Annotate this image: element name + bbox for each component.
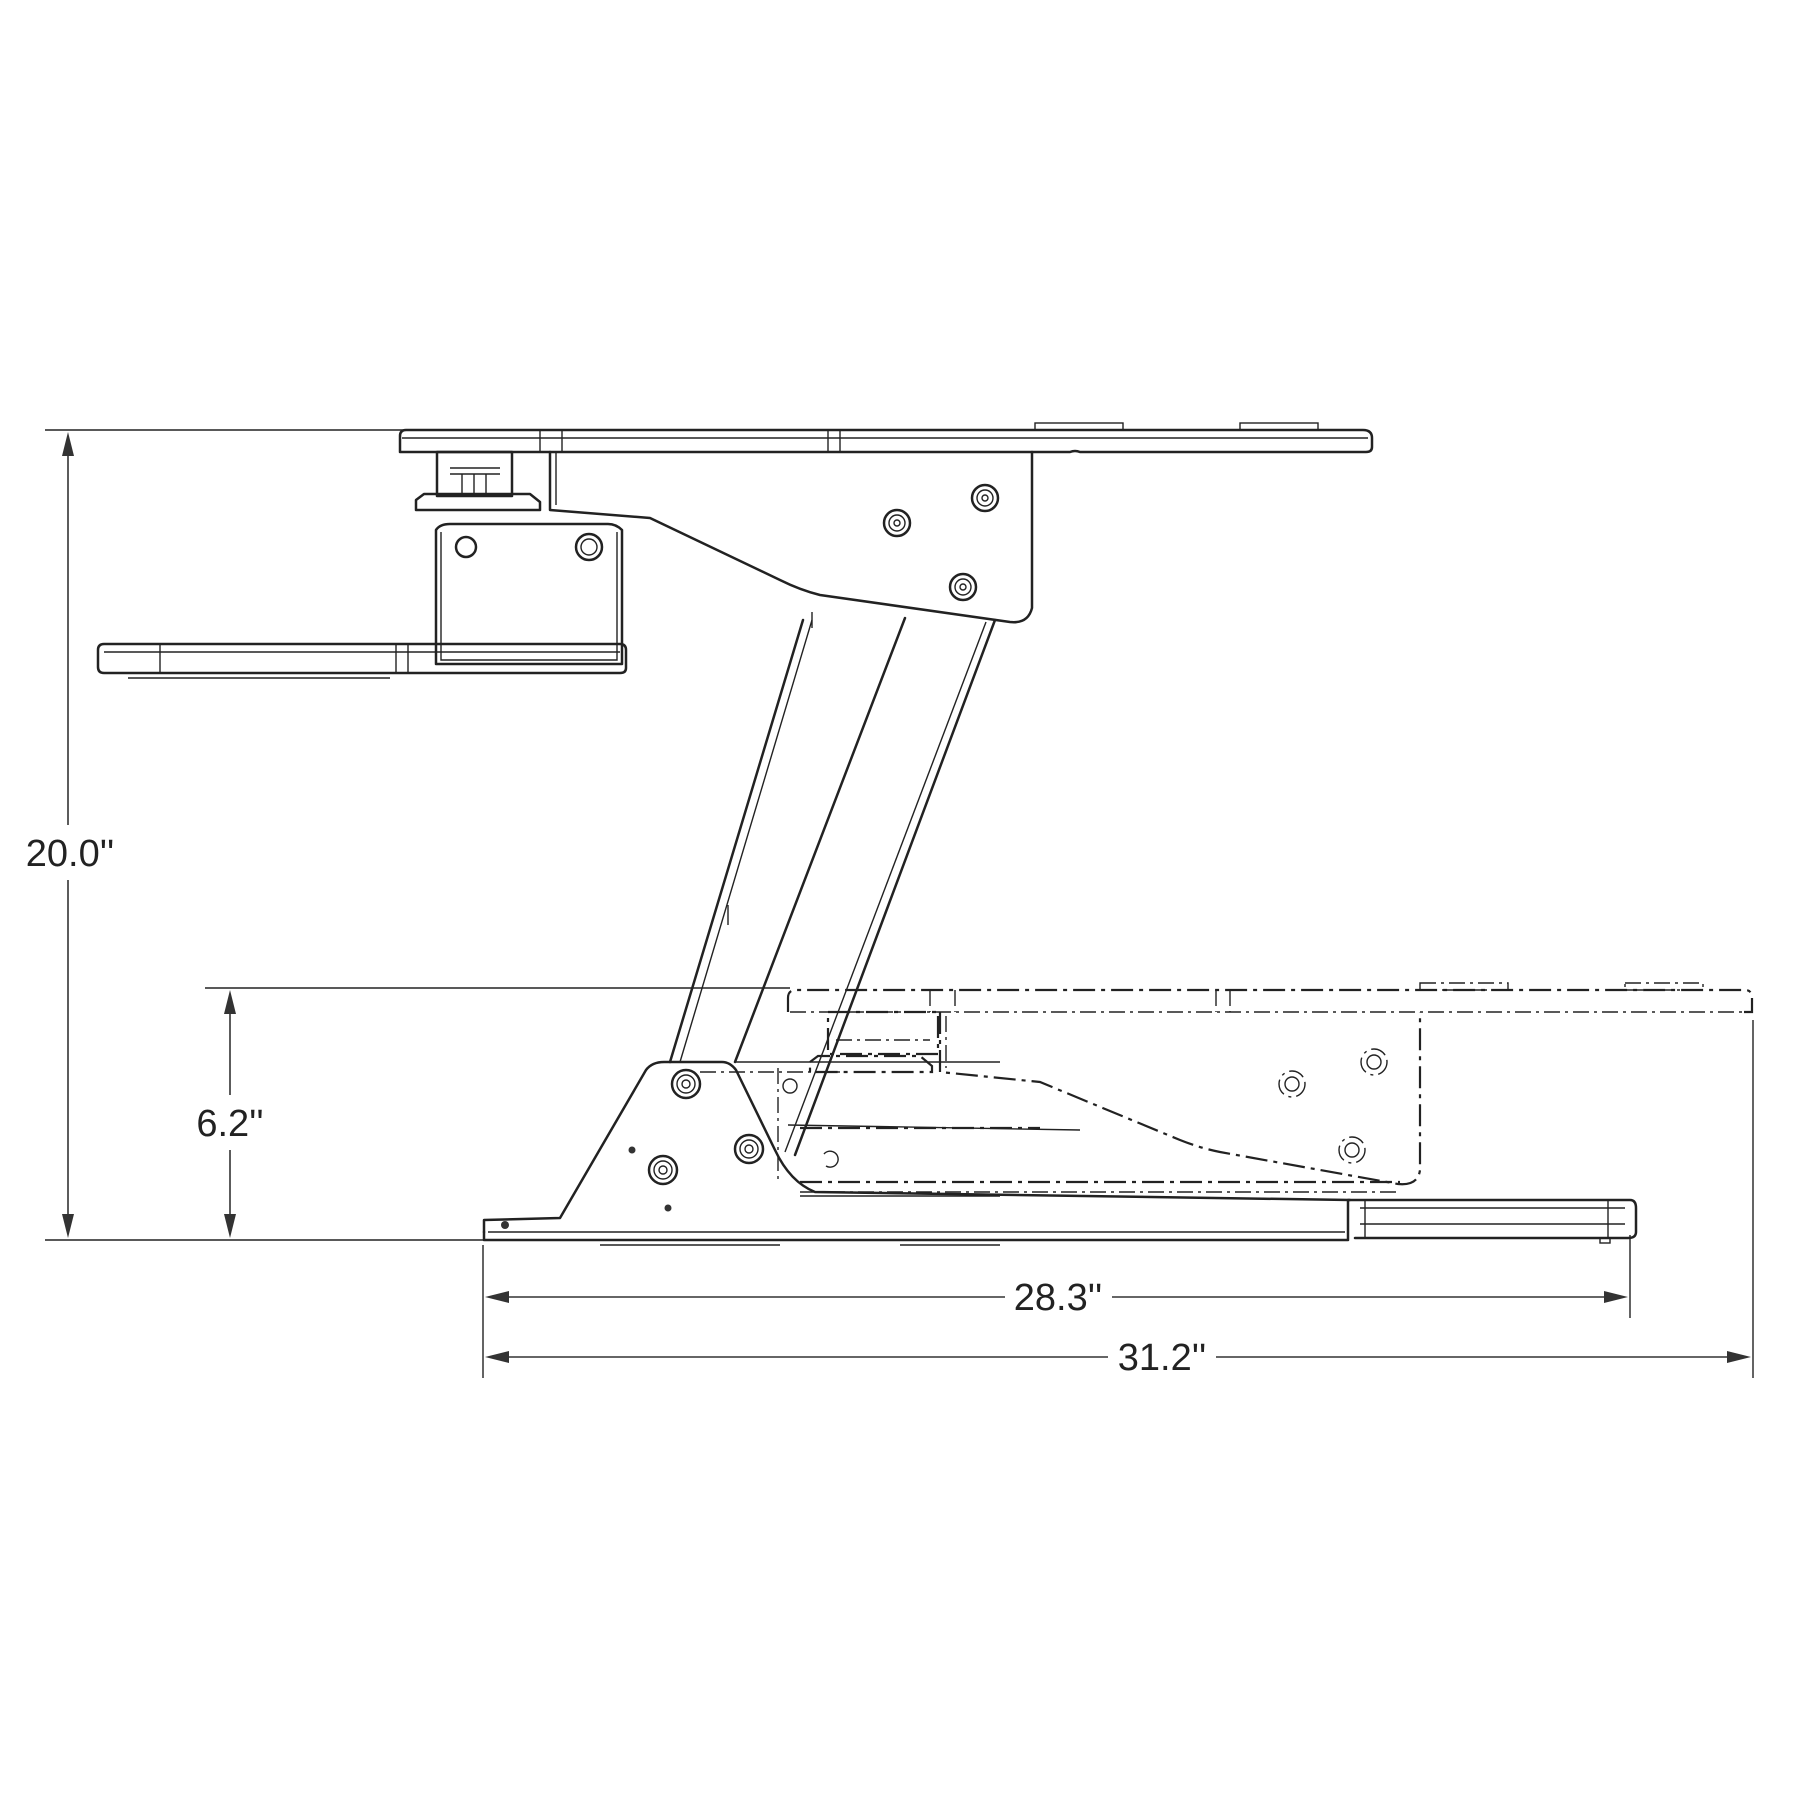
lowered-top-plate [938,1012,1422,1186]
dimension-height-lowered: 6.2'' [196,987,790,1238]
dimension-height-raised: 20.0'' [26,429,485,1241]
dimension-depth-overall: 31.2'' [485,1020,1754,1379]
base-side-plate [482,1060,1352,1234]
lowered-position [777,982,1754,1193]
lift-arms [668,612,997,1157]
lowered-screws [1278,1048,1388,1164]
base-screws [647,1068,765,1186]
base-rail [482,1198,1638,1242]
raised-screws [882,483,1000,602]
raised-top-plate [548,450,1034,624]
raised-tilt-knob [414,492,542,512]
dimension-depth-base: 28.3'' [482,1235,1631,1378]
raised-position [96,422,1374,679]
base-assembly [482,1060,1638,1246]
dimension-label-height-raised: 20.0'' [26,833,114,875]
dimension-label-height-lowered: 6.2'' [196,1103,263,1145]
raised-keyboard-tray [96,642,628,675]
dimension-label-depth-overall: 31.2'' [1118,1337,1206,1379]
lowered-work-surface [786,988,1754,1014]
dimension-label-depth-base: 28.3'' [1014,1277,1102,1319]
raised-work-surface [398,428,1374,454]
